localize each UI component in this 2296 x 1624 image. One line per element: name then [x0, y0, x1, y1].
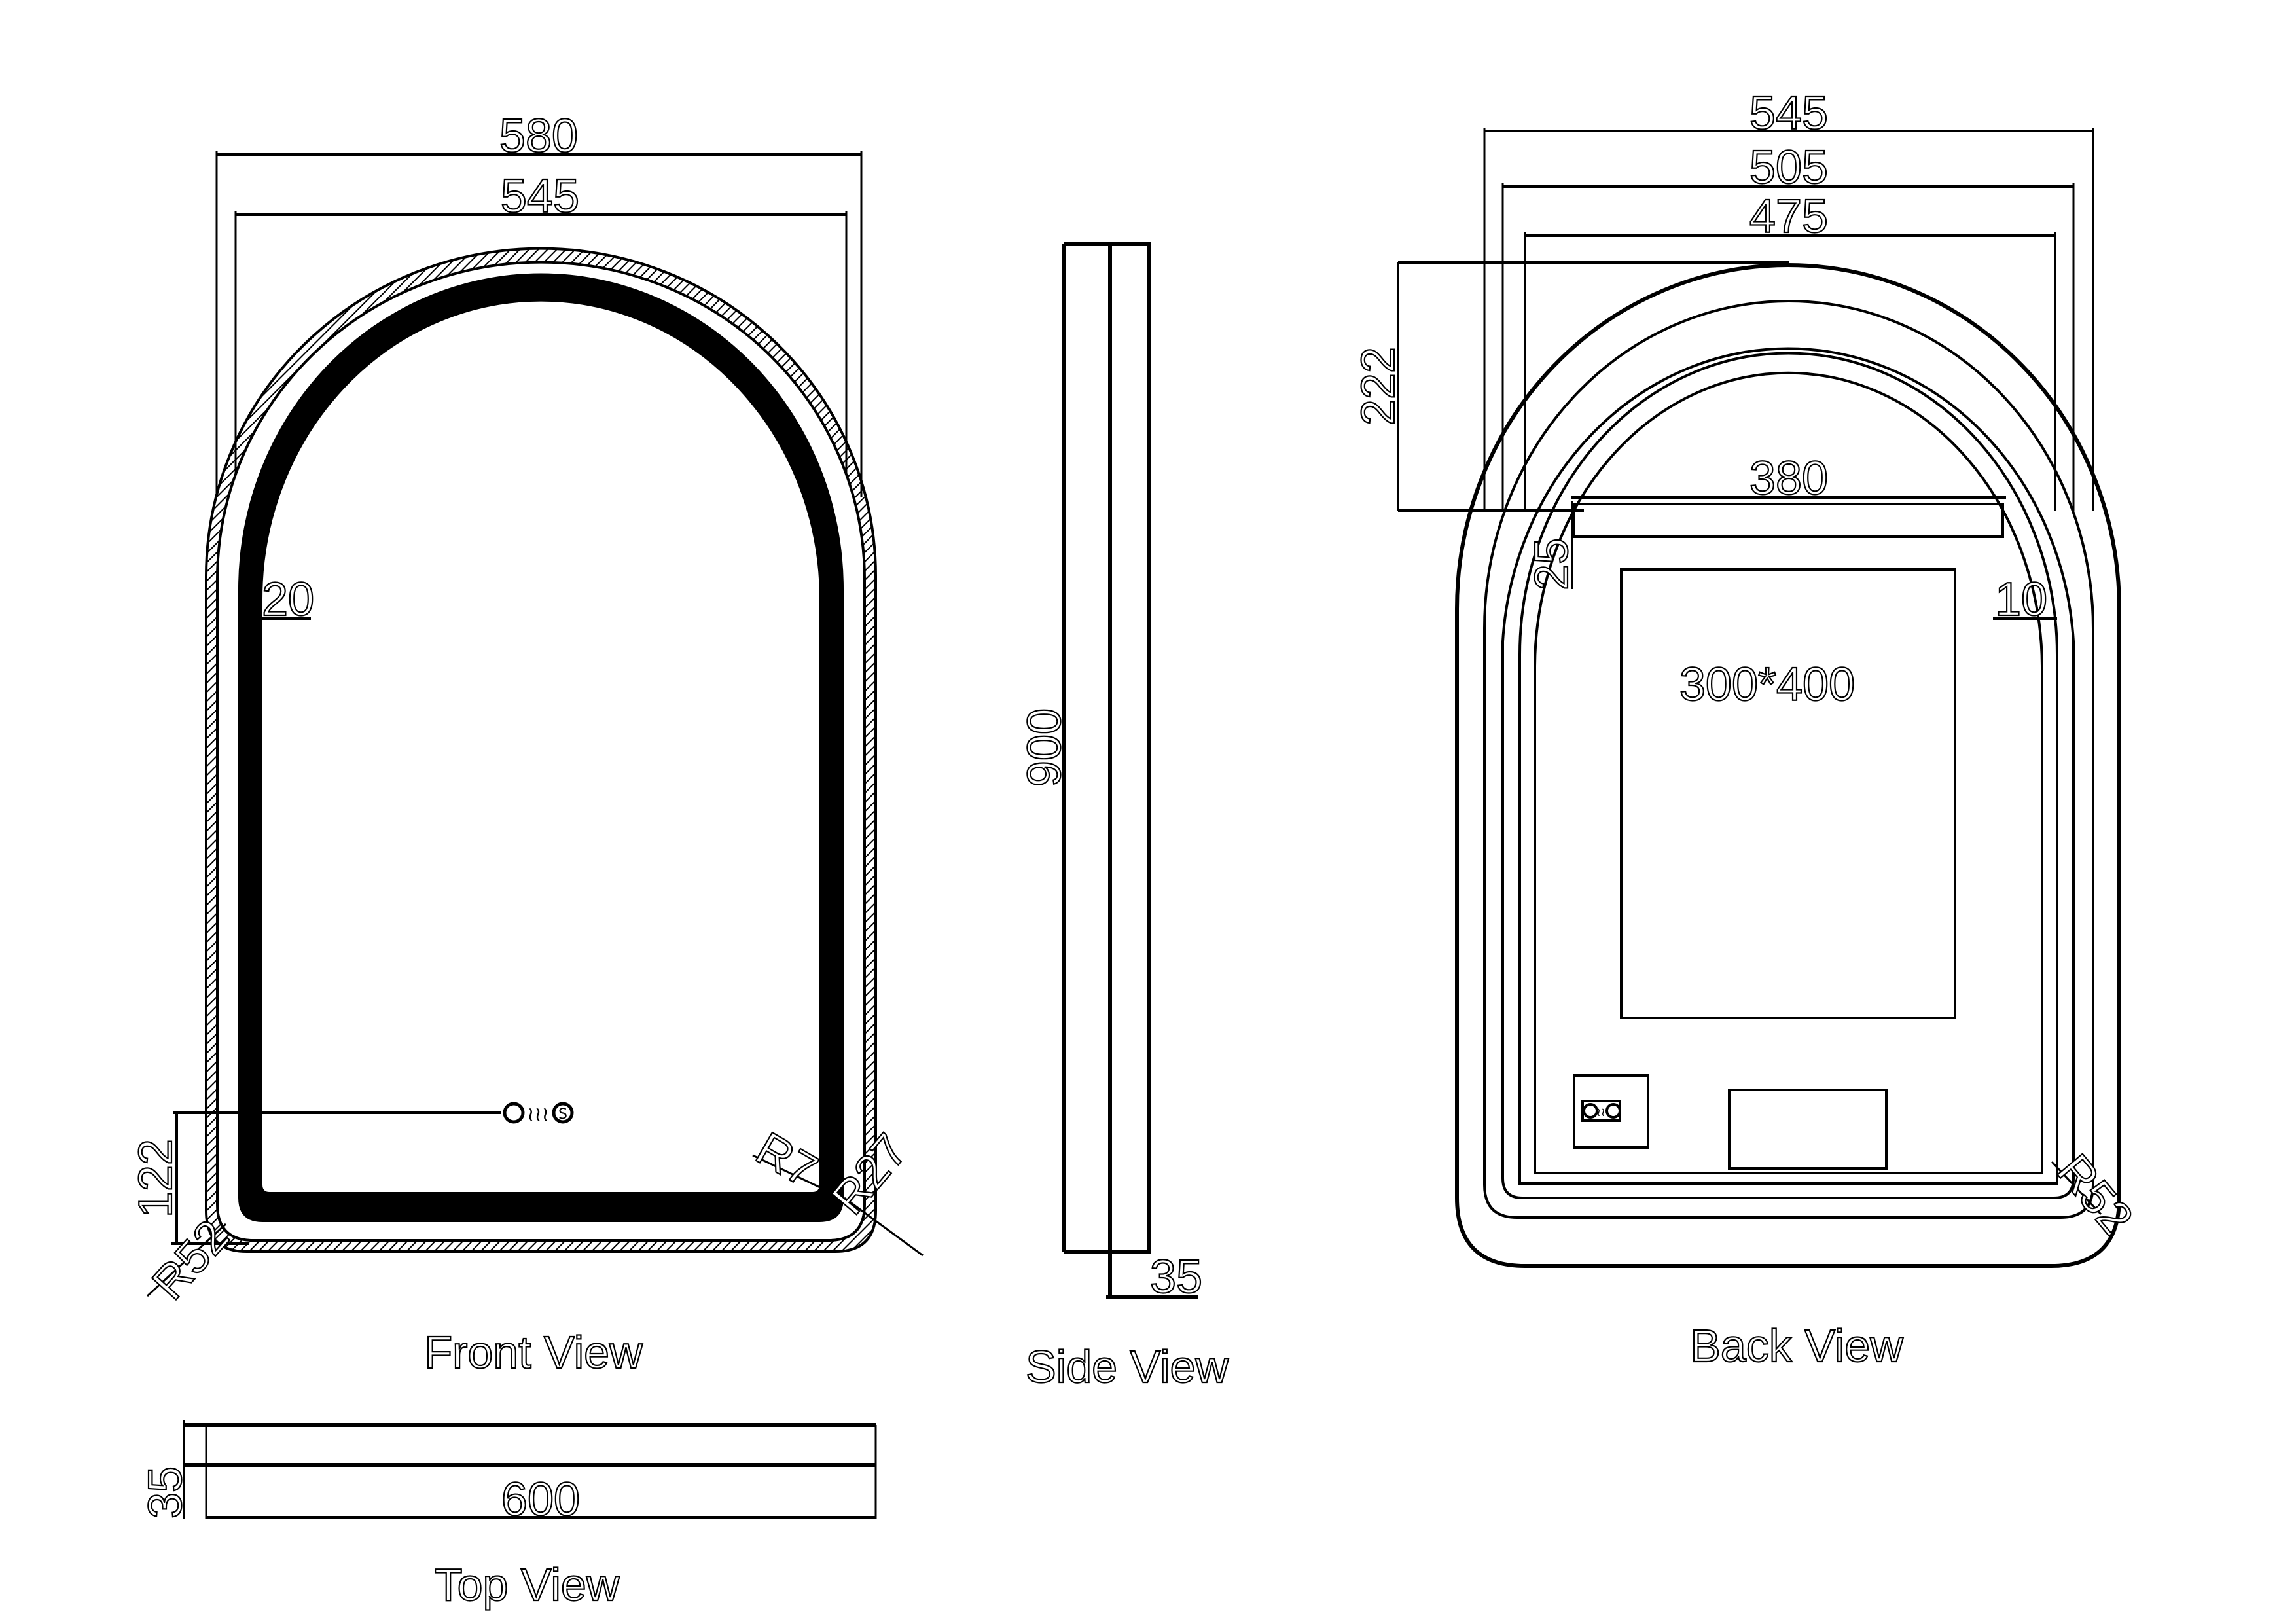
back-frame-5	[1534, 371, 2043, 1174]
front-view: 580 545 20 ≀≀≀ S 122 R52	[129, 109, 924, 1379]
dim-10-label: 10	[1995, 573, 2047, 626]
wave-icon: ≀≀	[1596, 1106, 1605, 1119]
dim-back-R52-label: R52	[2047, 1145, 2143, 1245]
dim-222-label: 222	[1352, 347, 1405, 425]
back-frame-2	[1483, 300, 2094, 1219]
touch-switch-group: ≀≀≀ S	[503, 1102, 574, 1126]
wave-icon: ≀≀≀	[527, 1103, 549, 1126]
top-view-title: Top View	[435, 1559, 620, 1610]
panel-size-label: 300*400	[1679, 659, 1855, 711]
sun-icon[interactable]	[503, 1102, 525, 1124]
dim-545-label: 545	[501, 170, 579, 223]
defog-glyph: S	[558, 1106, 567, 1123]
hanging-bracket	[1573, 503, 2004, 538]
side-view: 900 35 Side View	[1018, 242, 1230, 1393]
mirror-glass	[261, 300, 821, 1193]
dimension-overall-width: 580	[215, 109, 863, 497]
side-view-title: Side View	[1026, 1341, 1229, 1392]
top-view: 600 35 Top View	[139, 1420, 877, 1611]
back-switch-housing	[1728, 1089, 1888, 1170]
back-view-title: Back View	[1690, 1320, 1903, 1371]
dim-35-top-label: 35	[139, 1466, 192, 1519]
control-box	[1573, 1074, 1649, 1149]
dim-580-label: 580	[499, 110, 578, 162]
dim-35-side-label: 35	[1150, 1251, 1202, 1303]
dim-122-label: 122	[130, 1139, 182, 1218]
dim-475-label: 475	[1749, 190, 1828, 243]
side-profile	[1108, 242, 1151, 1254]
dim-380-label: 380	[1749, 452, 1828, 505]
front-view-title: Front View	[424, 1327, 643, 1378]
dim-600-label: 600	[501, 1473, 580, 1526]
defog-icon[interactable]	[1583, 1103, 1598, 1119]
back-panel	[1620, 568, 1956, 1019]
dim-20-label: 20	[262, 573, 314, 626]
dim-900-label: 900	[1018, 708, 1071, 787]
sun-icon[interactable]	[1605, 1103, 1621, 1119]
defog-icon[interactable]	[552, 1102, 574, 1124]
back-frame-4	[1518, 352, 2058, 1185]
dimension-inner-width: 545	[234, 170, 848, 497]
dim-25-label: 25	[1526, 538, 1578, 590]
back-outer-frame	[1455, 263, 2121, 1268]
dim-505-label: 505	[1749, 141, 1828, 194]
dim-back-545-label: 545	[1749, 87, 1828, 139]
back-view: 545 505 475 222 380 25 10 300*400	[1352, 86, 2144, 1372]
back-frame-3	[1501, 347, 2075, 1199]
